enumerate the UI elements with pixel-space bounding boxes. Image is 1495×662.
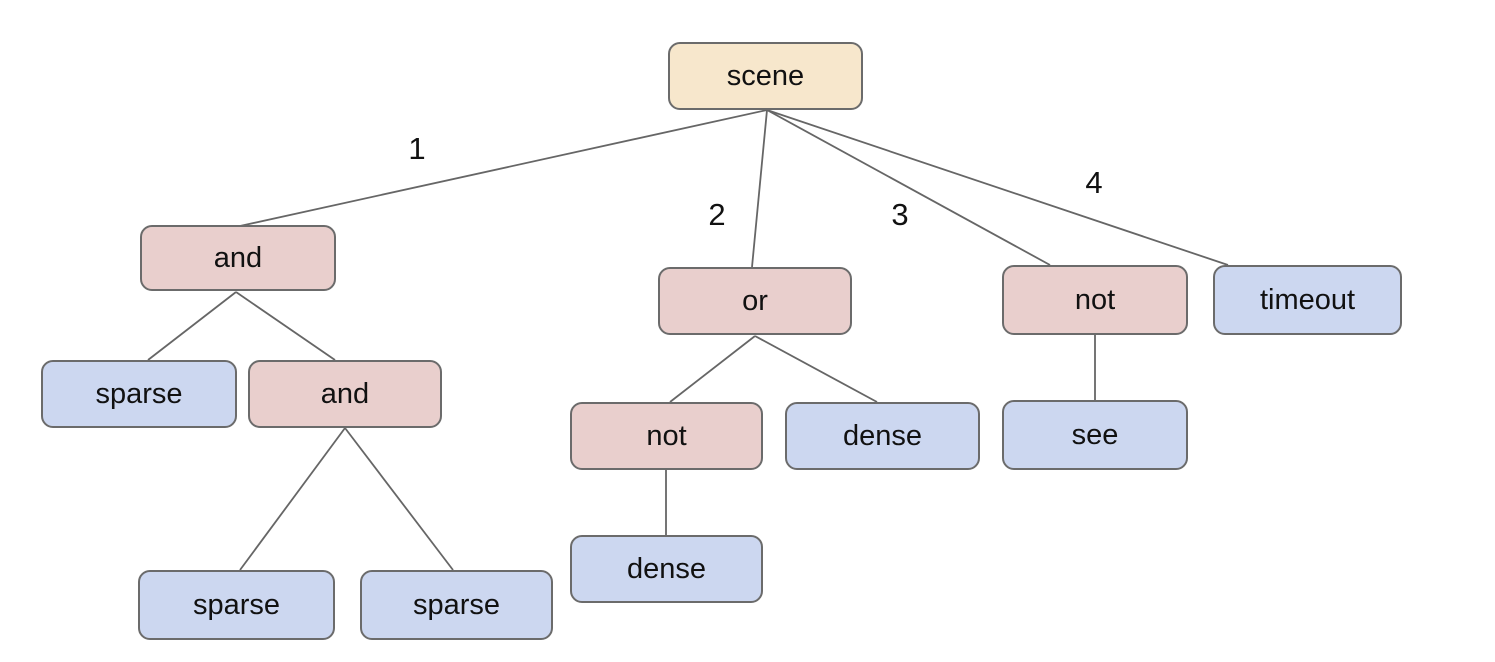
edge-label-1: 1	[408, 131, 425, 166]
edge-scene-or	[751, 109, 768, 268]
edge-scene-timeout	[766, 109, 1229, 266]
node-and-top: and	[140, 225, 336, 291]
node-sparse-left: sparse	[41, 360, 237, 428]
node-see: see	[1002, 400, 1188, 470]
node-not-right: not	[1002, 265, 1188, 335]
node-not-middle: not	[570, 402, 763, 470]
edge-label-3: 3	[891, 197, 908, 232]
edge-and-and	[235, 291, 336, 361]
edge-scene-not	[766, 109, 1051, 266]
edge-scene-and	[239, 109, 768, 227]
edge-or-not	[669, 335, 756, 403]
node-and-nested: and	[248, 360, 442, 428]
node-sparse-bottom-right: sparse	[360, 570, 553, 640]
edge-label-2: 2	[708, 197, 725, 232]
node-or: or	[658, 267, 852, 335]
edge-and-sparse	[147, 291, 237, 361]
edge-and2-sparse2	[344, 427, 454, 571]
node-sparse-bottom-left: sparse	[138, 570, 335, 640]
edge-label-4: 4	[1085, 165, 1102, 200]
edge-or-dense	[754, 335, 878, 403]
node-dense-bottom: dense	[570, 535, 763, 603]
node-timeout: timeout	[1213, 265, 1402, 335]
edge-and2-sparse	[239, 427, 346, 571]
node-scene: scene	[668, 42, 863, 110]
node-dense-right: dense	[785, 402, 980, 470]
